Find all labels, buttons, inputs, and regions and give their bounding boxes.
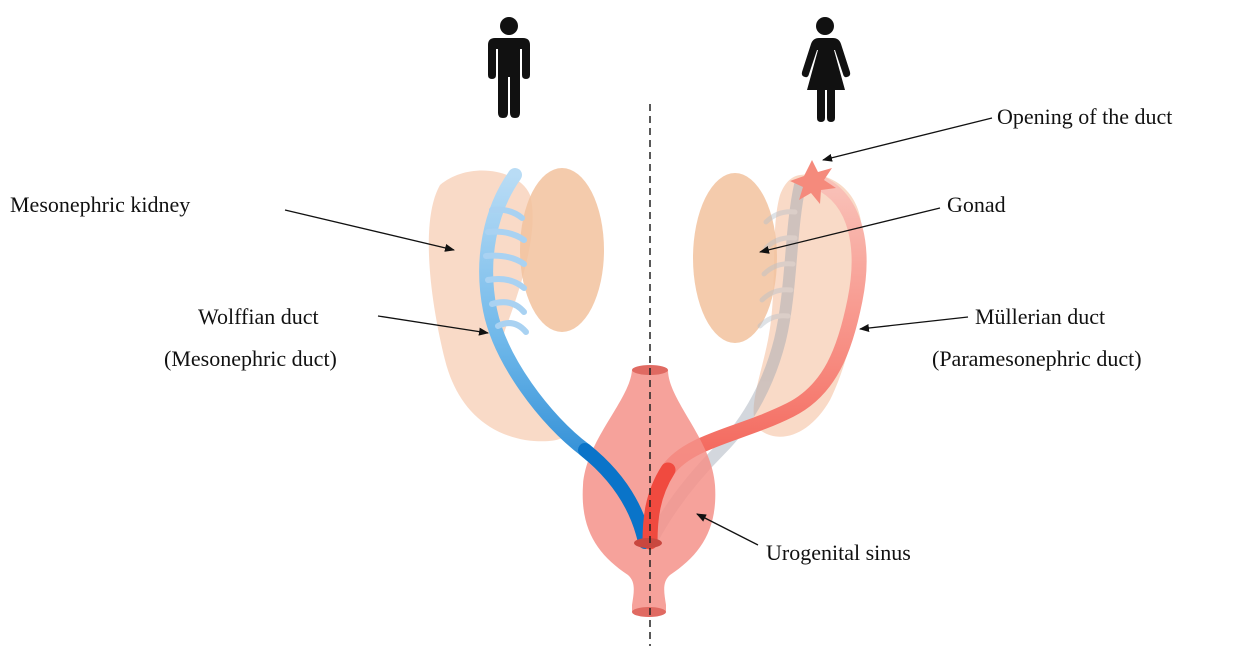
urogenital-sinus xyxy=(583,365,716,617)
male-figure-icon xyxy=(488,17,530,118)
label-gonad: Gonad xyxy=(947,192,1006,217)
label-mullerian-duct: Müllerian duct xyxy=(975,304,1105,329)
label-wolffian-duct-alt: (Mesonephric duct) xyxy=(164,346,337,371)
right-gonad xyxy=(693,173,777,343)
female-figure-icon xyxy=(802,17,850,122)
left-gonad xyxy=(520,168,604,332)
label-mullerian-duct-alt: (Paramesonephric duct) xyxy=(932,346,1142,371)
label-urogenital-sinus: Urogenital sinus xyxy=(766,540,911,565)
arrow-mesonephric-kidney xyxy=(285,210,454,250)
duct-entry-opening xyxy=(634,538,662,548)
arrow-mullerian-duct xyxy=(860,317,968,329)
label-wolffian-duct: Wolffian duct xyxy=(198,304,319,329)
label-opening-of-duct: Opening of the duct xyxy=(997,104,1172,129)
arrow-opening-of-duct xyxy=(823,118,992,160)
label-mesonephric-kidney: Mesonephric kidney xyxy=(10,192,190,217)
